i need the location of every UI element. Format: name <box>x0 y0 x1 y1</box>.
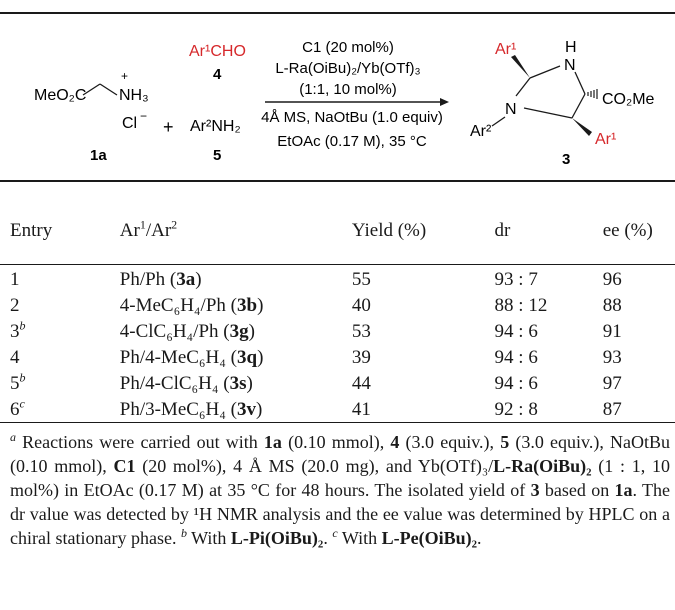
header-aryl: Ar1/Ar2 <box>119 217 178 241</box>
reactant-minus-charge: − <box>140 109 147 123</box>
reaction-scheme: MeO₂C + NH₃ Cl − 1a + Ar¹CHO 4 Ar²NH₂ 5 … <box>34 39 655 168</box>
cell-dr: 93 : 7 <box>494 269 538 290</box>
header-entry: Entry <box>10 220 53 241</box>
cell-yield: 55 <box>351 269 371 290</box>
condition-catalyst: C1 (20 mol%) <box>302 39 394 56</box>
header-ee: ee (%) <box>602 220 653 241</box>
reactant-counterion: Cl <box>122 115 137 132</box>
product-n-top: N <box>564 57 576 74</box>
table-header-row: Entry Ar1/Ar2 Yield (%) dr ee (%) <box>0 215 675 247</box>
reactant-plus-charge: + <box>121 69 128 83</box>
cell-aryl: Ph/4-ClC₆H₄ (3s) <box>119 373 253 394</box>
header-rule <box>0 264 675 265</box>
reactant-label-1a: 1a <box>90 147 107 164</box>
table-row: 4 Ph/4-MeC₆H₄ (3q) 39 94 : 6 93 <box>0 345 675 371</box>
condition-solvent: EtOAc (0.17 M), 35 °C <box>277 133 427 150</box>
table-row: 3b 4-ClC₆H₄/Ph (3g) 53 94 : 6 91 <box>0 319 675 345</box>
cell-entry: 3b <box>10 318 26 342</box>
reactant-ester: MeO₂C <box>34 87 86 104</box>
results-table: Entry Ar1/Ar2 Yield (%) dr ee (%) 1 Ph/Ph… <box>0 215 675 423</box>
cell-entry: 6c <box>10 396 25 420</box>
table-bottom-rule <box>0 422 675 423</box>
cell-yield: 41 <box>351 399 371 420</box>
header-yield: Yield (%) <box>351 220 427 241</box>
header-dr: dr <box>494 220 511 241</box>
aldehyde: Ar¹CHO <box>189 43 246 60</box>
cell-ee: 88 <box>602 295 622 316</box>
cell-yield: 40 <box>351 295 371 316</box>
cell-yield: 53 <box>351 321 371 342</box>
product-ar1-bottom: Ar¹ <box>595 131 616 148</box>
cell-entry: 5b <box>10 370 26 394</box>
cell-dr: 88 : 12 <box>494 295 548 316</box>
cell-ee: 87 <box>602 399 622 420</box>
cell-dr: 94 : 6 <box>494 373 538 394</box>
table-row: 1 Ph/Ph (3a) 55 93 : 7 96 <box>0 247 675 293</box>
cell-ee: 96 <box>602 269 622 290</box>
product-ester: CO₂Me <box>602 91 655 108</box>
top-rule <box>0 12 675 14</box>
table-row: 2 4-MeC₆H₄/Ph (3b) 40 88 : 12 88 <box>0 293 675 319</box>
reactant-bond-1 <box>82 83 101 96</box>
scheme-bottom-rule <box>0 180 675 182</box>
cell-aryl: 4-ClC₆H₄/Ph (3g) <box>119 321 255 342</box>
scheme-plus: + <box>163 117 174 137</box>
product-label-3: 3 <box>562 151 570 168</box>
cell-aryl: Ph/4-MeC₆H₄ (3q) <box>119 347 264 368</box>
table-row: 6c Ph/3-MeC₆H₄ (3v) 41 92 : 8 87 <box>0 397 675 423</box>
cell-yield: 39 <box>351 347 371 368</box>
cell-ee: 91 <box>602 321 622 342</box>
cell-entry: 4 <box>10 347 20 368</box>
cell-yield: 44 <box>351 373 371 394</box>
product-ar1-top: Ar¹ <box>495 41 516 58</box>
cell-ee: 97 <box>602 373 622 394</box>
aniline-label: 5 <box>213 147 221 164</box>
cell-aryl: Ph/3-MeC₆H₄ (3v) <box>119 399 263 420</box>
condition-ligand: L-Ra(OiBu)₂/Yb(OTf)₃ <box>275 60 420 77</box>
table-footnote: a Reactions were carried out with 1a (0.… <box>10 430 671 548</box>
cell-dr: 92 : 8 <box>494 399 538 420</box>
product-n-bottom: N <box>505 101 517 118</box>
cell-aryl: Ph/Ph (3a) <box>119 269 202 290</box>
product-hash-bond <box>587 89 598 99</box>
aldehyde-label: 4 <box>213 66 222 83</box>
cell-entry: 2 <box>10 295 20 316</box>
reaction-arrowhead <box>440 98 449 106</box>
reactant-bond-2 <box>99 83 118 96</box>
cell-dr: 94 : 6 <box>494 321 538 342</box>
table-row: 5b Ph/4-ClC₆H₄ (3s) 44 94 : 6 97 <box>0 371 675 397</box>
product-wedge-bottom <box>572 118 592 136</box>
cell-aryl: 4-MeC₆H₄/Ph (3b) <box>119 295 264 316</box>
condition-additives: 4Å MS, NaOtBu (1.0 equiv) <box>261 109 443 126</box>
product-ring <box>491 65 586 127</box>
condition-ratio: (1:1, 10 mol%) <box>299 81 397 98</box>
cell-entry: 1 <box>10 269 20 290</box>
product-wedge-top <box>511 55 530 78</box>
product-nh-h: H <box>565 39 577 56</box>
cell-ee: 93 <box>602 347 622 368</box>
cell-dr: 94 : 6 <box>494 347 538 368</box>
reactant-amine: NH₃ <box>119 87 149 104</box>
product-ar2: Ar² <box>470 123 492 140</box>
aniline: Ar²NH₂ <box>190 118 241 135</box>
